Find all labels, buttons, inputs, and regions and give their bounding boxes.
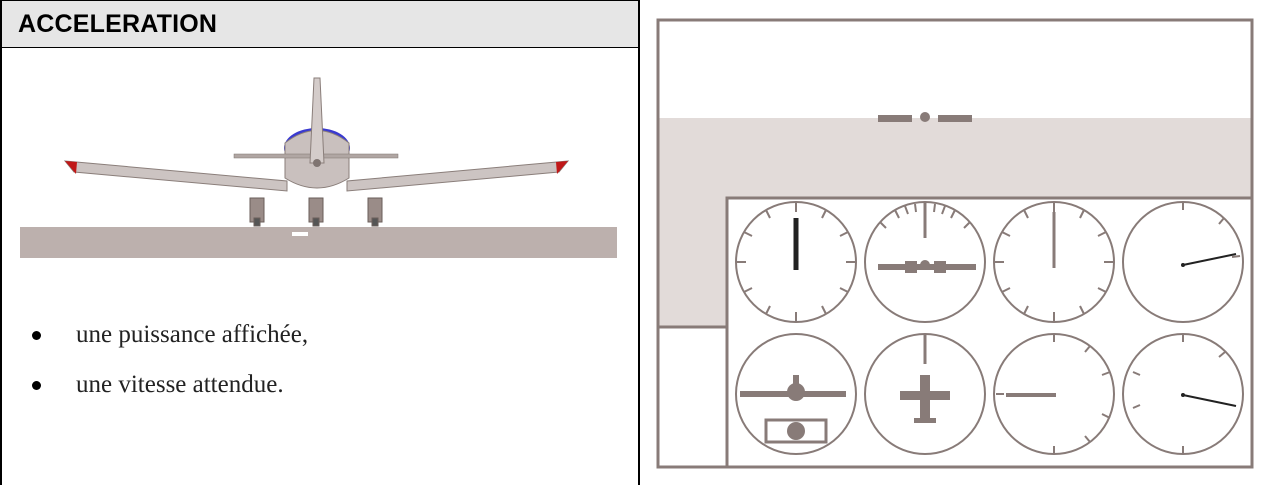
vertical-speed-indicator-icon [993, 333, 1115, 455]
landing-gear [249, 197, 383, 227]
horizon-band [659, 118, 1251, 198]
bullet-icon [32, 381, 41, 390]
list-item: une vitesse attendue. [32, 369, 308, 419]
page-title: ACCELERATION [18, 10, 218, 38]
aircraft-reference-icon [878, 112, 972, 122]
attitude-indicator-icon [864, 201, 986, 323]
left-wing-tip-icon [65, 161, 77, 174]
left-panel: ACCELERATION une puissance affichée [0, 0, 640, 485]
vertical-tail [309, 77, 325, 164]
tachometer-icon [1122, 201, 1244, 323]
turn-coordinator-icon [735, 333, 857, 455]
left-wing [63, 160, 288, 192]
right-wing-tip-icon [556, 161, 568, 174]
altimeter-icon [993, 201, 1115, 323]
cockpit-view [656, 18, 1254, 469]
title-bar: ACCELERATION [2, 1, 638, 48]
bullet-icon [32, 331, 41, 340]
engine-gauge-icon [1122, 333, 1244, 455]
runway [20, 227, 617, 258]
right-wing [346, 160, 570, 192]
spinner [313, 159, 321, 167]
runway-marking [292, 232, 308, 236]
left-panel-fill [659, 198, 728, 326]
airplane-scene [20, 77, 617, 258]
airspeed-indicator-icon [735, 201, 857, 323]
bullet-list: une puissance affichée, une vitesse atte… [32, 319, 308, 419]
list-item: une puissance affichée, [32, 319, 308, 369]
heading-indicator-icon [864, 333, 986, 455]
